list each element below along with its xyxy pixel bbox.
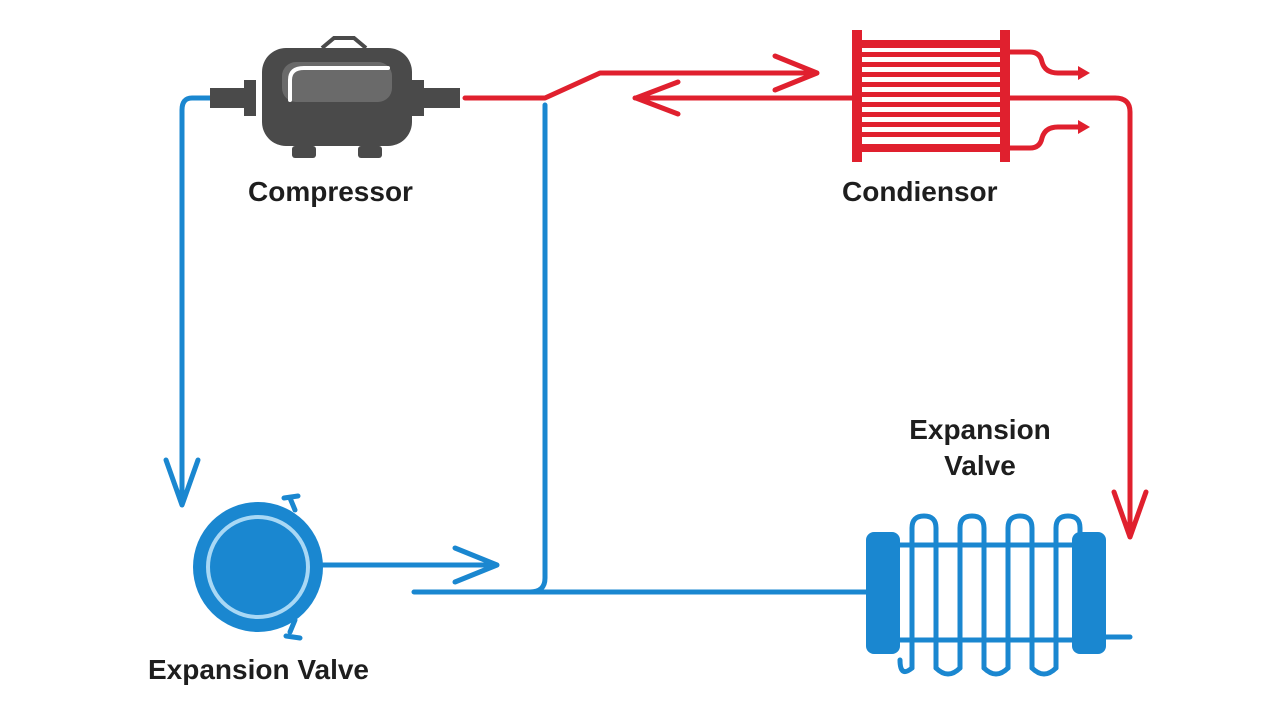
- arrow-down-red: [1111, 489, 1149, 540]
- condenser-outlet-top: [1007, 49, 1085, 76]
- compressor-label: Compressor: [248, 176, 413, 207]
- compressor-icon: [210, 36, 460, 158]
- condenser-label: Condiensor: [842, 176, 998, 207]
- arrow-left-red: [633, 79, 681, 117]
- pipe-compressor-hot-out: [462, 70, 818, 101]
- arrow-right-blue: [452, 545, 500, 585]
- expansion-valve-icon: [193, 493, 323, 641]
- condenser-outlet-bottom: [1007, 124, 1085, 151]
- pipe-compressor-to-valve: [179, 95, 213, 503]
- arrow-down-blue: [163, 457, 201, 508]
- expansion-valve-label: Expansion Valve: [148, 654, 369, 685]
- coil-label-line2: Valve: [944, 450, 1016, 481]
- condenser-outlet-bottom-tip: [1078, 120, 1090, 134]
- arrow-right-red: [772, 53, 820, 93]
- pipe-condenser-to-coil: [1007, 95, 1133, 538]
- condenser-icon: [852, 30, 1010, 162]
- coil-expansion-valve-label: Expansion Valve: [880, 412, 1080, 484]
- pipe-bottom-to-coil: [411, 102, 548, 595]
- coil-label-line1: Expansion: [909, 414, 1051, 445]
- condenser-outlet-top-tip: [1078, 66, 1090, 80]
- coil-heat-exchanger-icon: [866, 513, 1106, 677]
